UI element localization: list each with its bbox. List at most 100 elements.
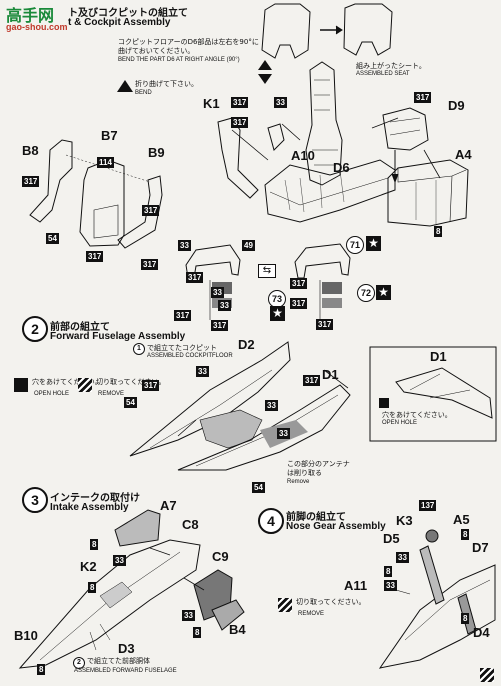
color-badge-33: 33: [396, 552, 409, 563]
seat-note-jp: 組み上がったシート。: [356, 62, 426, 70]
step4-remove-jp: 切り取ってください。: [296, 598, 366, 606]
step3-number: 3: [22, 487, 48, 513]
color-badge-317: 317: [142, 380, 160, 391]
inset-hole-jp: 穴をあけてください。: [382, 411, 452, 419]
part-label-b7: B7: [101, 128, 118, 143]
step3-ref-jp: で組立てた前部胴体: [87, 657, 150, 665]
bend-note-jp-1: コクピットフロアーのD6部品は左右を90°に: [118, 38, 259, 46]
color-badge-54: 54: [124, 397, 137, 408]
part-label-b4: B4: [229, 622, 246, 637]
color-badge-317: 317: [86, 251, 104, 262]
color-badge-8: 8: [88, 582, 97, 593]
part-label-b9: B9: [148, 145, 165, 160]
color-badge-317: 317: [290, 278, 308, 289]
step1-title-jp: ト及びコクピットの組立て: [68, 8, 188, 19]
cockpit-tub-shape: [264, 159, 396, 223]
bend-icon-jp: 折り曲げて下さい。: [135, 80, 198, 88]
color-badge-33: 33: [274, 97, 287, 108]
step3-title-jp: インテークの取付け: [50, 493, 140, 504]
part-label-d3: D3: [118, 641, 135, 656]
remove-icon-bottom: [480, 668, 494, 682]
open-hole-icon: [14, 378, 28, 392]
watermark-logo: 高手网: [6, 2, 54, 26]
seat-rail-b9: [117, 175, 163, 249]
color-badge-33: 33: [196, 366, 209, 377]
color-badge-317: 317: [316, 319, 334, 330]
seat-front-view-left: [261, 3, 311, 59]
color-badge-317: 317: [142, 205, 160, 216]
part-label-c8: C8: [182, 517, 199, 532]
star-icon: ★: [270, 306, 285, 321]
color-badge-49: 49: [242, 240, 255, 251]
color-badge-54: 54: [252, 482, 265, 493]
color-badge-137: 137: [419, 500, 437, 511]
color-badge-114: 114: [97, 157, 114, 168]
color-badge-33: 33: [211, 287, 224, 298]
k1-bracket: [217, 117, 259, 199]
step4-remove-icon: [278, 598, 292, 612]
remove-jp: 切り取ってください。: [96, 378, 166, 386]
color-badge-54: 54: [46, 233, 59, 244]
open-hole-jp: 穴をあけてください。: [32, 378, 102, 386]
watermark-logo-text: 高手网: [6, 8, 55, 25]
color-badge-8: 8: [193, 627, 202, 638]
part-label-d2: D2: [238, 337, 255, 352]
color-badge-317: 317: [231, 97, 249, 108]
remove-en: REMOVE: [98, 391, 125, 397]
intake-fuselage: [18, 539, 201, 669]
ref-circle-1: 1: [133, 343, 145, 355]
part-label-d5: D5: [383, 531, 400, 546]
color-badge-317: 317: [303, 375, 321, 386]
color-badge-317: 317: [141, 259, 159, 270]
star-icon: ★: [376, 285, 391, 300]
nose-gear-leg: [419, 545, 445, 605]
instrument-panel-d9: [382, 107, 429, 151]
bend-note-jp-2: 曲げておいてください。: [118, 47, 195, 55]
step4-number: 4: [258, 508, 284, 534]
step4-title-en: Nose Gear Assembly: [286, 521, 386, 532]
star-icon: ★: [366, 236, 381, 251]
part-label-b10: B10: [14, 628, 38, 643]
step2-ref-en: ASSEMBLED COCKPITFLOOR: [147, 353, 233, 359]
remove-icon: [78, 378, 92, 392]
bend-arrow-icon-2: [258, 74, 272, 84]
part-label-k2: K2: [80, 559, 97, 574]
open-hole-en: OPEN HOLE: [34, 391, 70, 397]
color-badge-317: 317: [414, 92, 432, 103]
part-label-d1-inset: D1: [430, 349, 447, 364]
step1-title-en: t & Cockpit Assembly: [68, 17, 171, 28]
hud-frame-right: [294, 243, 351, 279]
color-badge-317: 317: [22, 176, 40, 187]
step4-remove-en: REMOVE: [298, 611, 325, 617]
color-badge-33: 33: [178, 240, 191, 251]
part-label-d9: D9: [448, 98, 465, 113]
part-label-a11: A11: [344, 578, 368, 593]
part-label-k3: K3: [396, 513, 413, 528]
antenna-note-jp-1: この部分のアンテナ: [287, 460, 350, 468]
color-badge-33: 33: [265, 400, 278, 411]
nose-fuselage: [378, 564, 496, 669]
color-badge-33: 33: [182, 610, 195, 621]
part-label-a5: A5: [453, 512, 470, 527]
color-badge-8: 8: [384, 566, 393, 577]
color-badge-8: 8: [90, 539, 99, 550]
part-label-d6: D6: [333, 160, 350, 175]
inset-open-hole-icon: [379, 398, 389, 408]
part-label-d7: D7: [472, 540, 489, 555]
color-badge-8: 8: [461, 613, 470, 624]
box-a4: [387, 159, 469, 227]
part-label-a7: A7: [160, 498, 177, 513]
color-badge-33: 33: [218, 300, 231, 311]
ref-circle-72: 72: [357, 284, 375, 302]
antenna-note-jp-2: は削り取る: [287, 469, 322, 477]
color-badge-8: 8: [37, 664, 46, 675]
intake-part-a7: [114, 509, 161, 547]
step2-title-jp: 前部の組立て: [50, 322, 110, 333]
bend-icon-en: BEND: [135, 90, 152, 96]
step2-ref-jp: で組立てたコクピット: [147, 344, 217, 352]
color-badge-317: 317: [186, 272, 204, 283]
part-label-a4: A4: [455, 147, 472, 162]
step3-ref-en: ASSEMBLED FORWARD FUSELAGE: [74, 668, 177, 674]
color-badge-33: 33: [113, 555, 126, 566]
watermark-url: gao-shou.com: [6, 22, 68, 32]
